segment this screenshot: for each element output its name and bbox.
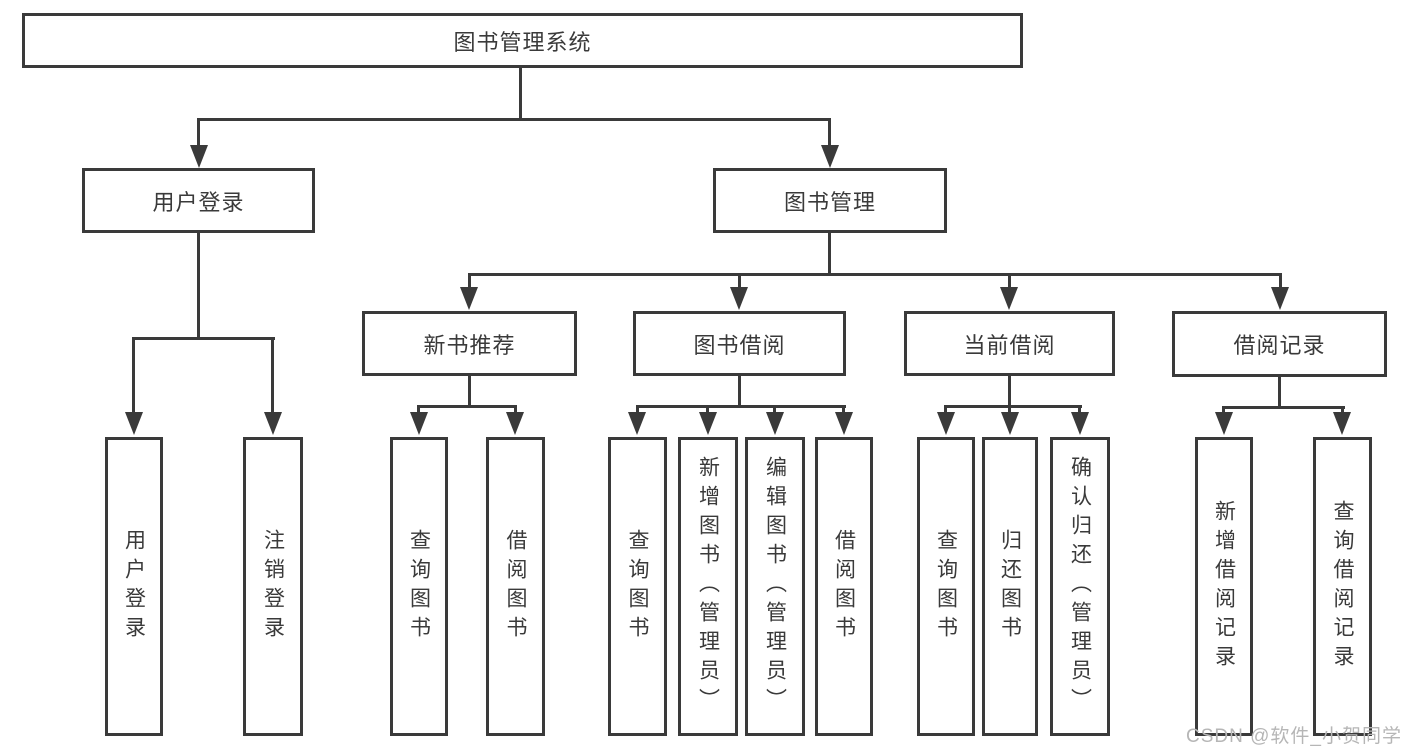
node-user-login-label: 用户登录: [152, 189, 245, 215]
leaf-logout: 注销登录: [243, 437, 303, 736]
line: [706, 405, 709, 415]
arrowhead: [506, 412, 524, 435]
line: [828, 233, 831, 276]
arrowhead: [1000, 287, 1018, 310]
leaf-logout-label: 注销登录: [261, 528, 285, 645]
node-new-book-recommend: 新书推荐: [362, 311, 577, 376]
leaf-user-login: 用户登录: [105, 437, 163, 736]
arrowhead: [1333, 412, 1351, 435]
line: [636, 405, 846, 408]
line: [417, 405, 420, 415]
line: [132, 337, 135, 415]
arrowhead: [821, 145, 839, 168]
leaf-bb-add-books-admin-label: 新增图书（管理员）: [696, 456, 720, 717]
line: [738, 376, 741, 407]
arrowhead: [460, 287, 478, 310]
arrowhead: [264, 412, 282, 435]
arrowhead: [1001, 412, 1019, 435]
csdn-watermark: CSDN @软件_小贺同学: [1186, 726, 1402, 747]
arrowhead: [125, 412, 143, 435]
leaf-cb-confirm-return-admin: 确认归还（管理员）: [1050, 437, 1110, 736]
leaf-br-query-record: 查询借阅记录: [1313, 437, 1372, 736]
leaf-bb-borrow-books-label: 借阅图书: [832, 528, 856, 645]
line: [417, 405, 517, 408]
line: [1008, 405, 1011, 415]
line: [842, 405, 845, 415]
line: [197, 118, 200, 148]
node-book-borrowing: 图书借阅: [633, 311, 846, 376]
line: [1222, 406, 1345, 409]
leaf-bb-query-books: 查询图书: [608, 437, 667, 736]
leaf-bb-borrow-books: 借阅图书: [815, 437, 873, 736]
leaf-bb-add-books-admin: 新增图书（管理员）: [678, 437, 738, 736]
arrowhead: [1271, 287, 1289, 310]
arrowhead: [410, 412, 428, 435]
leaf-nbr-query-books: 查询图书: [390, 437, 448, 736]
line: [514, 405, 517, 415]
leaf-br-query-record-label: 查询借阅记录: [1331, 499, 1354, 674]
line: [944, 405, 947, 415]
line: [519, 68, 522, 120]
node-user-login: 用户登录: [82, 168, 315, 233]
leaf-cb-confirm-return-admin-label: 确认归还（管理员）: [1068, 456, 1092, 717]
node-new-book-recommend-label: 新书推荐: [423, 332, 516, 358]
arrowhead: [730, 287, 748, 310]
line: [1279, 273, 1282, 290]
line: [1278, 377, 1281, 408]
leaf-nbr-borrow-books: 借阅图书: [486, 437, 545, 736]
line: [828, 118, 831, 148]
arrowhead: [835, 412, 853, 435]
line: [1008, 273, 1011, 290]
leaf-nbr-query-books-label: 查询图书: [407, 528, 431, 645]
line: [197, 233, 200, 340]
line: [468, 273, 471, 290]
leaf-cb-query-books-label: 查询图书: [934, 528, 958, 645]
line: [271, 337, 274, 415]
node-borrowing-records: 借阅记录: [1172, 311, 1387, 377]
leaf-bb-edit-books-admin: 编辑图书（管理员）: [745, 437, 805, 736]
arrowhead: [1215, 412, 1233, 435]
line: [1008, 376, 1011, 407]
leaf-bb-edit-books-admin-label: 编辑图书（管理员）: [763, 456, 787, 717]
node-book-borrowing-label: 图书借阅: [693, 332, 786, 358]
node-current-borrowing: 当前借阅: [904, 311, 1115, 376]
line: [1341, 406, 1344, 415]
node-root: 图书管理系统: [22, 13, 1023, 68]
line: [738, 273, 741, 290]
node-book-management: 图书管理: [713, 168, 947, 233]
line: [773, 405, 776, 415]
leaf-cb-query-books: 查询图书: [917, 437, 975, 736]
node-borrowing-records-label: 借阅记录: [1233, 333, 1326, 358]
node-book-management-label: 图书管理: [783, 189, 876, 215]
line: [944, 405, 1082, 408]
leaf-cb-return-books: 归还图书: [982, 437, 1038, 736]
arrowhead: [937, 412, 955, 435]
arrowhead: [766, 412, 784, 435]
arrowhead: [1071, 412, 1089, 435]
leaf-bb-query-books-label: 查询图书: [626, 528, 649, 645]
line: [197, 118, 831, 121]
arrowhead: [628, 412, 646, 435]
leaf-nbr-borrow-books-label: 借阅图书: [504, 528, 527, 645]
leaf-user-login-label: 用户登录: [122, 528, 146, 645]
leaf-br-add-record: 新增借阅记录: [1195, 437, 1253, 736]
line: [132, 337, 275, 340]
arrowhead: [190, 145, 208, 168]
arrowhead: [699, 412, 717, 435]
node-root-label: 图书管理系统: [453, 29, 592, 55]
node-current-borrowing-label: 当前借阅: [963, 332, 1056, 358]
line: [1078, 405, 1081, 415]
line: [468, 273, 1282, 276]
leaf-br-add-record-label: 新增借阅记录: [1212, 499, 1236, 674]
line: [468, 376, 471, 407]
line: [1222, 406, 1225, 415]
leaf-cb-return-books-label: 归还图书: [998, 528, 1022, 645]
line: [636, 405, 639, 415]
